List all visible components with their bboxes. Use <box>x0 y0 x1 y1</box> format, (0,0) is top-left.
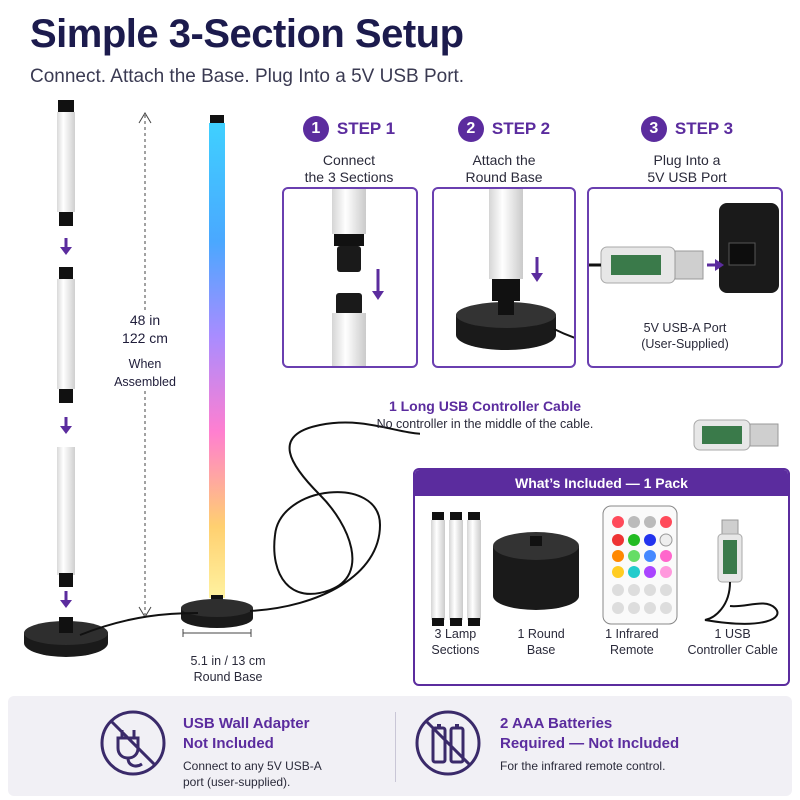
round-base-item <box>493 532 579 610</box>
base-size: 5.1 in / 13 cm <box>190 654 266 668</box>
included-item-cable: 1 USB Controller Cable <box>683 626 783 658</box>
base-label: Round Base <box>193 670 263 684</box>
port-line1: 5V USB-A Port <box>643 321 727 335</box>
step-2-number: 2 <box>457 116 484 142</box>
no-battery-icon <box>415 710 481 776</box>
note-adapter-title1: USB Wall Adapter <box>183 715 310 732</box>
step-3-image: 5V USB-A Port (User-Supplied) <box>587 187 783 368</box>
usb-cable-item <box>704 519 779 625</box>
step-1-number: 1 <box>302 116 329 142</box>
included-item-cable-line1: 1 USB <box>714 627 751 641</box>
step-2-label: STEP 2 <box>491 119 551 138</box>
included-item-lamps-line1: 3 Lamp <box>434 627 477 641</box>
note-adapter-title2: Not Included <box>183 735 274 752</box>
step-2-line2: Round Base <box>465 169 543 185</box>
note-batteries-title1: 2 AAA Batteries <box>500 715 613 732</box>
three-lamp-sections <box>431 512 481 626</box>
usb-controller-plug <box>693 419 779 451</box>
note-batteries-title2: Required — Not Included <box>500 735 680 752</box>
included-panel: What’s Included — 1 Pack <box>413 468 790 686</box>
height-cm: 122 cm <box>122 330 168 346</box>
lamp-section-top <box>57 100 75 226</box>
assembled-lamp <box>181 115 253 637</box>
height-label: 48 in 122 cm When Assembled <box>100 311 190 391</box>
step-2-image <box>432 187 576 368</box>
note-adapter-desc1: Connect to any 5V USB-A <box>183 759 322 773</box>
notes-divider <box>395 712 396 782</box>
step-1-line1: Connect <box>322 152 376 168</box>
assembly-illustration <box>24 100 420 657</box>
cable-desc: No controller in the middle of the cable… <box>376 417 594 431</box>
step-1-label: STEP 1 <box>336 119 396 138</box>
step-2-line1: Attach the <box>472 152 536 168</box>
lamp-section-bottom <box>57 447 75 587</box>
note-batteries: 2 AAA Batteries Required — Not Included … <box>500 714 790 774</box>
base-exploded <box>24 617 108 657</box>
page-subtitle: Connect. Attach the Base. Plug Into a 5V… <box>30 66 465 87</box>
included-item-base-line1: 1 Round <box>517 627 565 641</box>
step-1-line2: the 3 Sections <box>304 169 394 185</box>
included-item-lamps-line2: Sections <box>431 643 480 657</box>
base-size-label: 5.1 in / 13 cm Round Base <box>178 653 278 685</box>
included-item-base-line2: Base <box>526 643 556 657</box>
port-line2: (User-Supplied) <box>641 337 729 351</box>
lamp-section-middle <box>57 267 75 403</box>
step-3-line1: Plug Into a <box>653 152 721 168</box>
when-text: When <box>128 357 162 371</box>
cable-title: 1 Long USB Controller Cable <box>388 398 582 414</box>
step-3-label: STEP 3 <box>674 119 734 138</box>
step-3-line2: 5V USB Port <box>647 169 727 185</box>
cable-info: 1 Long USB Controller Cable No controlle… <box>350 398 620 431</box>
assembled-text: Assembled <box>114 375 176 389</box>
note-adapter-desc2: port (user-supplied). <box>183 775 291 789</box>
port-label: 5V USB-A Port (User-Supplied) <box>589 320 781 352</box>
included-header: What’s Included — 1 Pack <box>415 470 788 496</box>
step-3-number: 3 <box>640 116 667 142</box>
included-items-illustration <box>431 505 779 626</box>
included-item-remote-line2: Remote <box>609 643 654 657</box>
no-plug-icon <box>100 710 166 776</box>
included-item-remote-line1: 1 Infrared <box>605 627 659 641</box>
note-adapter: USB Wall Adapter Not Included Connect to… <box>183 714 383 790</box>
page-title: Simple 3-Section Setup <box>30 12 464 56</box>
included-item-cable-line2: Controller Cable <box>687 643 778 657</box>
height-inches: 48 in <box>129 312 161 328</box>
note-batteries-desc1: For the infrared remote control. <box>500 759 666 773</box>
step-1-image <box>282 187 418 368</box>
remote-item <box>602 505 678 625</box>
